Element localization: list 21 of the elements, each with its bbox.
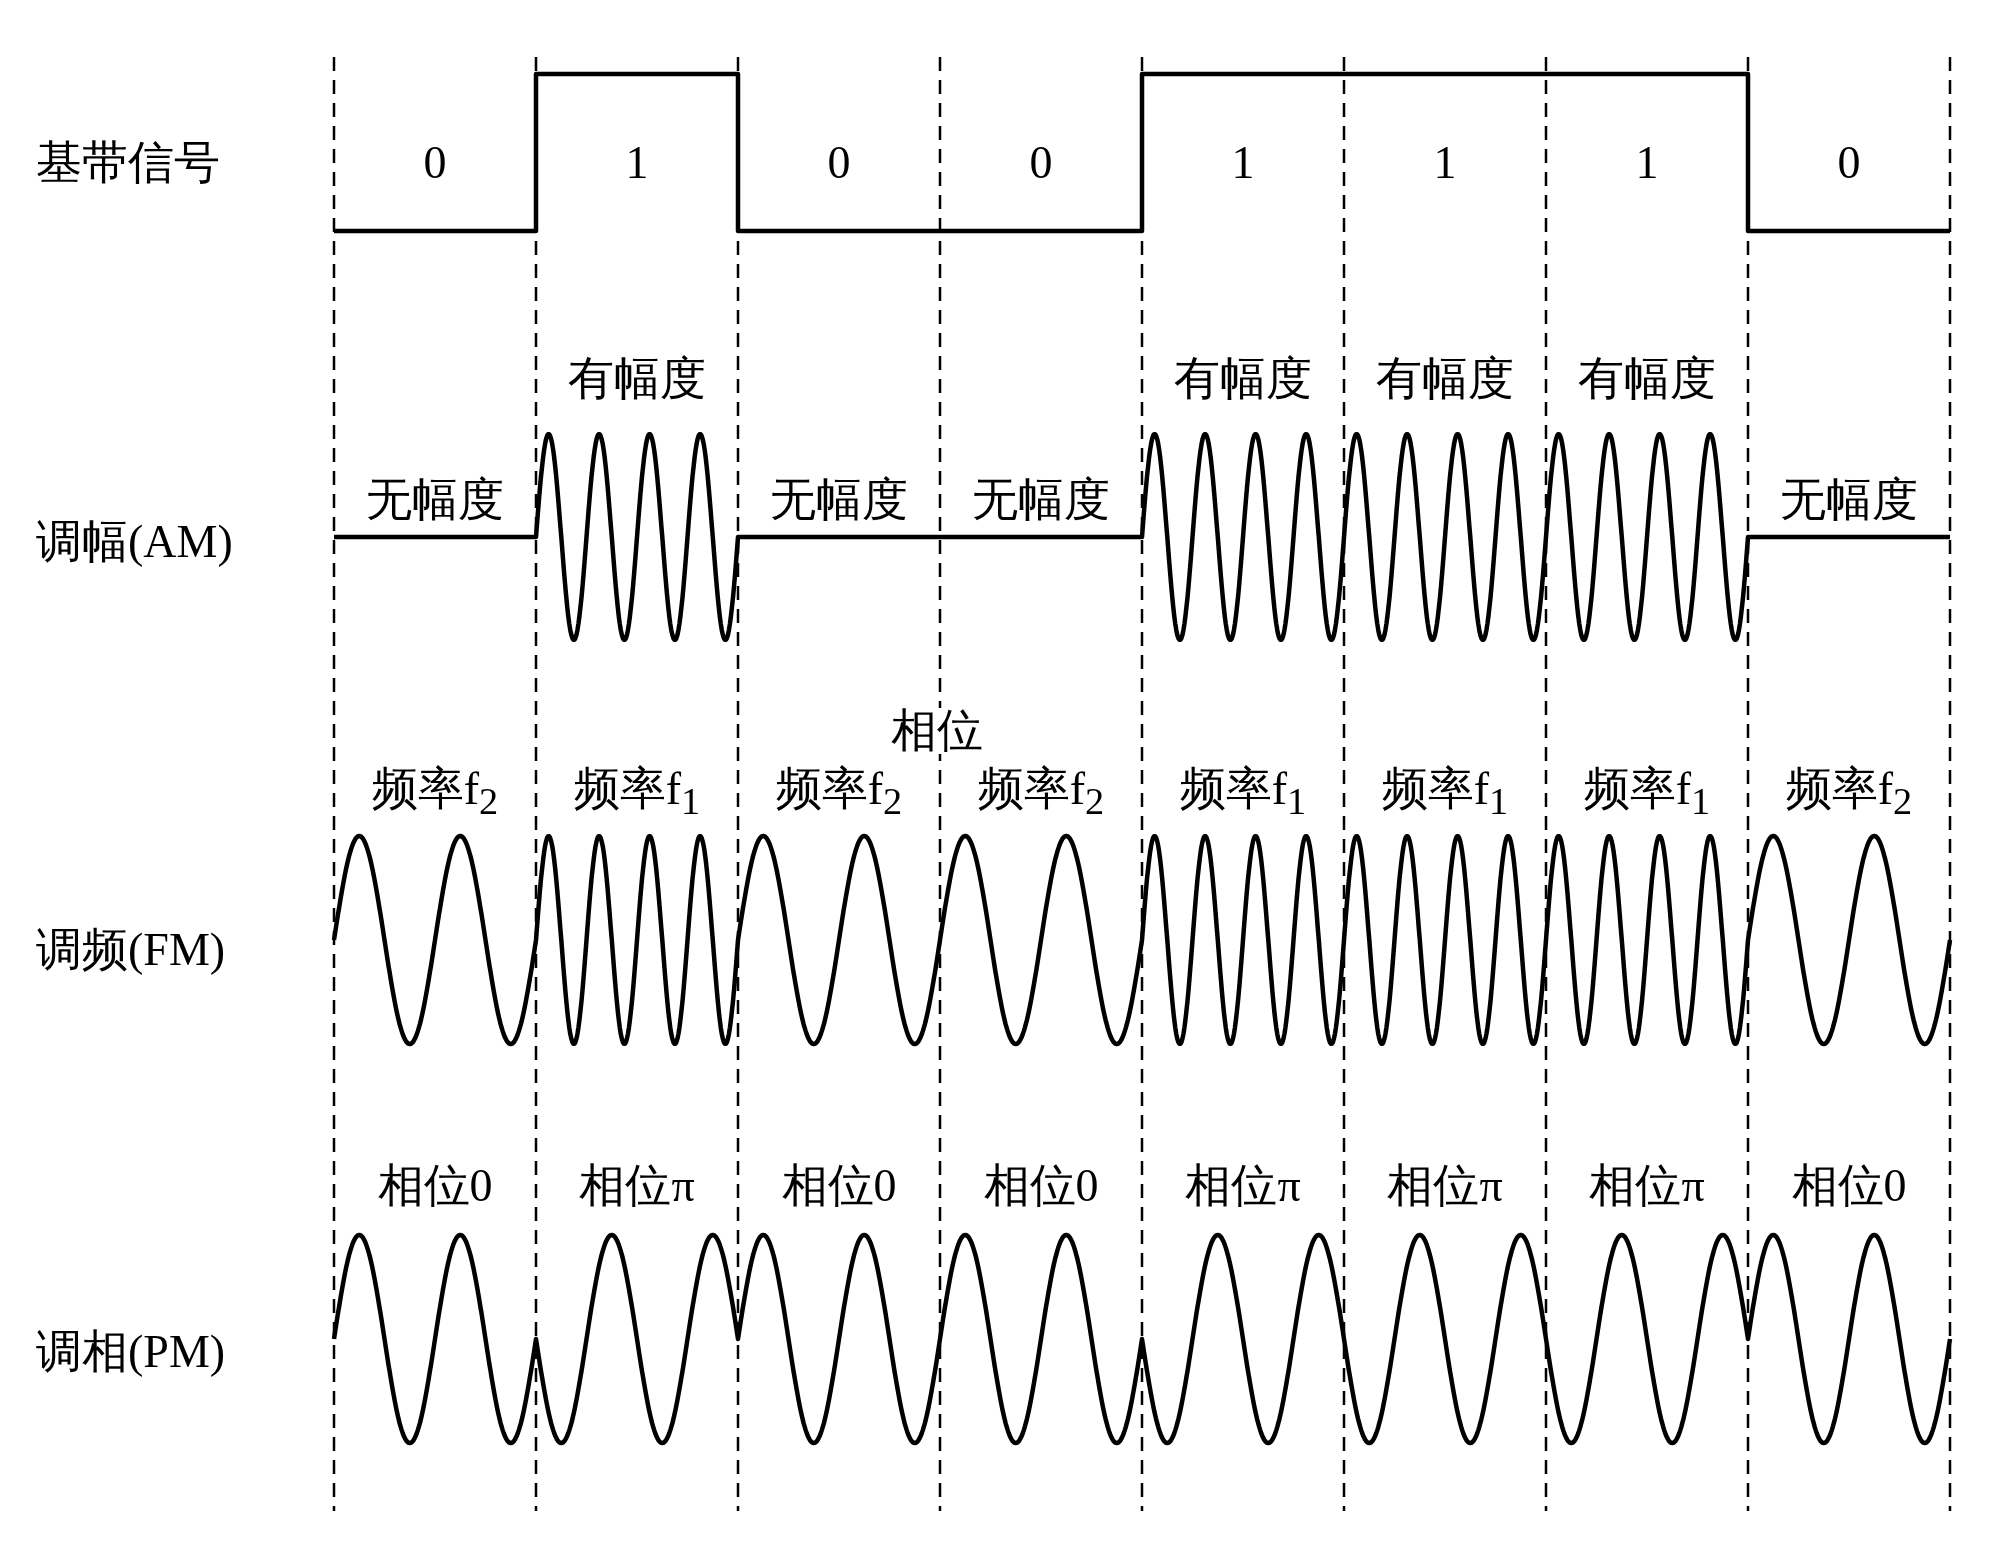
phase-label: 相位0 <box>1791 1163 1907 1209</box>
row-label: 基带信号 <box>36 140 220 186</box>
amplitude-label: 无幅度 <box>770 477 908 523</box>
amplitude-label: 有幅度 <box>1376 356 1514 402</box>
amplitude-label: 有幅度 <box>1578 356 1716 402</box>
phase-label: 相位π <box>1185 1163 1301 1209</box>
amplitude-label: 无幅度 <box>1780 477 1918 523</box>
phase-label: 相位0 <box>377 1163 493 1209</box>
row-label: 调频(FM) <box>36 927 226 973</box>
amplitude-label: 无幅度 <box>972 477 1110 523</box>
amplitude-label: 有幅度 <box>568 356 706 402</box>
amplitude-label: 有幅度 <box>1174 356 1312 402</box>
row-label: 调相(PM) <box>36 1329 226 1375</box>
phase-label: 相位 <box>891 708 983 754</box>
row-label: 调幅(AM) <box>36 519 233 565</box>
phase-label: 相位0 <box>983 1163 1099 1209</box>
phase-label: 相位π <box>1387 1163 1503 1209</box>
phase-label: 相位0 <box>781 1163 897 1209</box>
phase-label: 相位π <box>579 1163 695 1209</box>
amplitude-label: 无幅度 <box>366 477 504 523</box>
phase-label: 相位π <box>1589 1163 1705 1209</box>
